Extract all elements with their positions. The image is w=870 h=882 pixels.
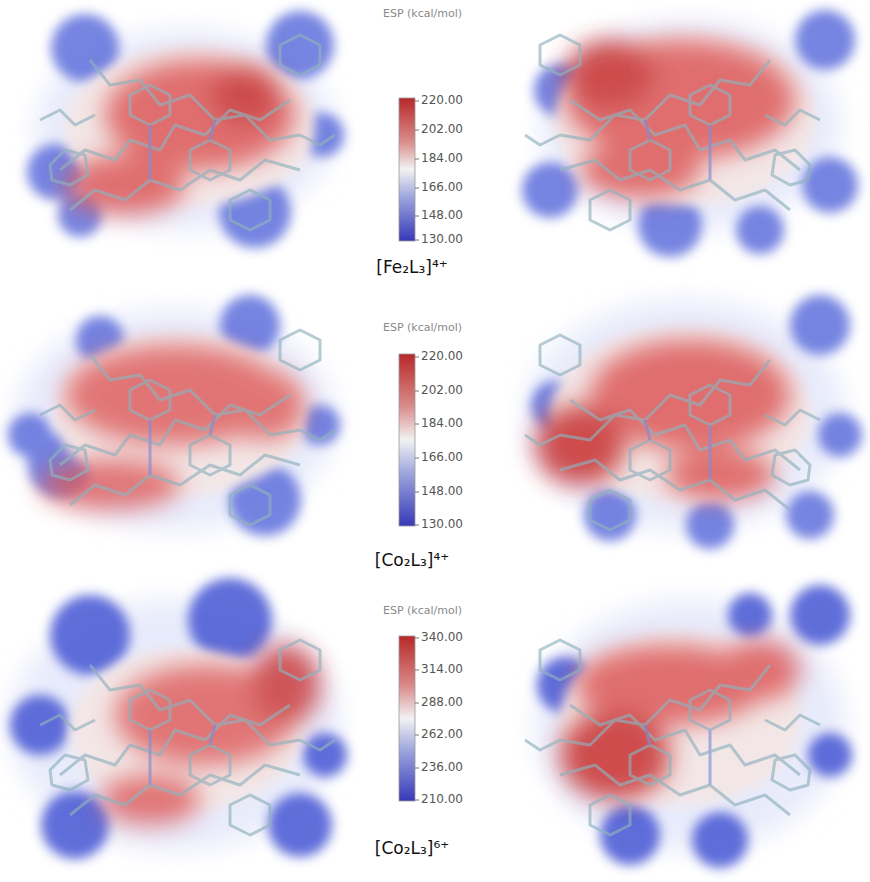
tick-label: 220.00: [421, 94, 463, 108]
tick-label: 202.00: [421, 123, 463, 137]
tick-label: 202.00: [421, 384, 463, 398]
tick-label: 220.00: [421, 350, 463, 364]
tick-label: 148.00: [421, 485, 463, 499]
scale-title: ESP (kcal/mol): [383, 605, 462, 618]
tick-label: 236.00: [421, 761, 463, 775]
tick-label: 288.00: [421, 696, 463, 710]
color-bar: [399, 98, 419, 801]
tick-label: 184.00: [421, 152, 463, 166]
complex-label: [Co₂L₃]⁴⁺: [375, 551, 449, 571]
complex-label: [Co₂L₃]⁶⁺: [375, 839, 449, 859]
tick-label: 184.00: [421, 417, 463, 431]
tick-label: 130.00: [421, 518, 463, 532]
tick-label: 340.00: [421, 631, 463, 645]
tick-label: 166.00: [421, 451, 463, 465]
tick-label: 166.00: [421, 181, 463, 195]
tick-label: 314.00: [421, 663, 463, 677]
scale-title: ESP (kcal/mol): [383, 322, 462, 335]
tick-label: 148.00: [421, 209, 463, 223]
complex-label: [Fe₂L₃]⁴⁺: [376, 258, 447, 278]
tick-label: 210.00: [421, 793, 463, 807]
tick-label: 262.00: [421, 728, 463, 742]
scale-title: ESP (kcal/mol): [383, 8, 462, 21]
tick-label: 130.00: [421, 233, 463, 247]
